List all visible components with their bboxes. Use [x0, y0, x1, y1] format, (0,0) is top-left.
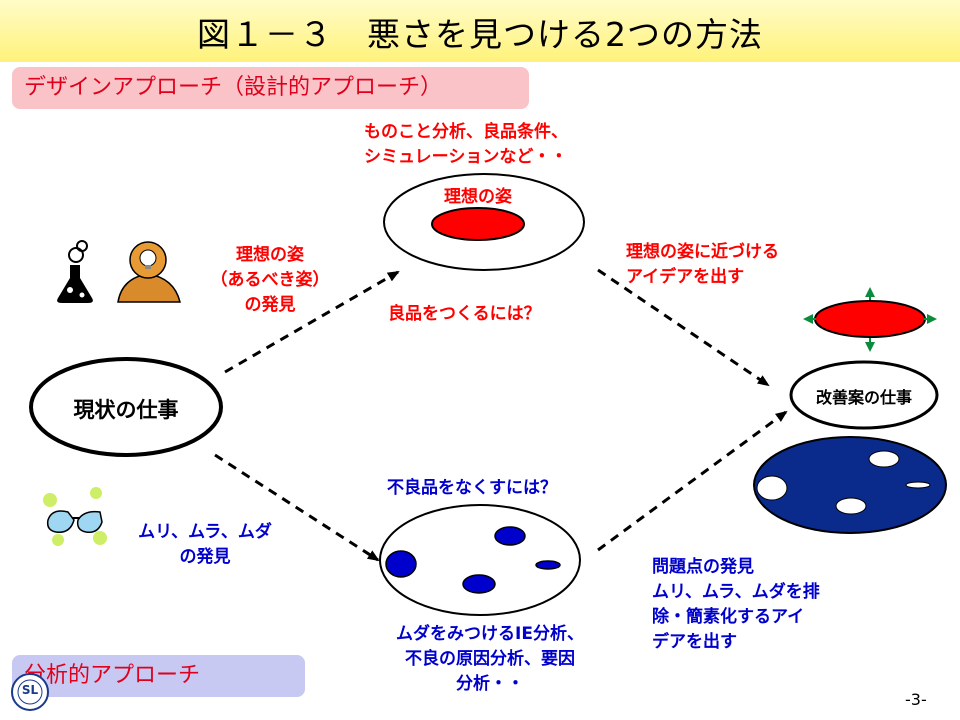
ideal-discovery-line2: （あるべき姿）	[210, 270, 330, 290]
waste-discovery-line1: ムリ、ムラ、ムダ	[138, 522, 272, 542]
ideal-discovery-note: 理想の姿 （あるべき姿） の発見	[190, 243, 350, 318]
defect-spot	[462, 574, 496, 594]
improved-work-label: 改善案の仕事	[815, 388, 912, 407]
analysis-methods: ムダをみつけるIE分析、 不良の原因分析、要因 分析・・	[370, 622, 610, 697]
ideal-idea-line2: アイデアを出す	[626, 267, 745, 287]
current-work-label: 現状の仕事	[73, 398, 179, 422]
hole-spot	[835, 497, 867, 515]
arrow-current-to-ideal	[224, 270, 400, 374]
logo-text: SL	[21, 683, 39, 697]
problem-line3: 除・簡素化するアイ	[652, 607, 805, 627]
page-title: 図１－３ 悪さを見つける2つの方法	[197, 15, 763, 54]
analysis-methods-line1: ムダをみつけるIE分析、	[396, 624, 584, 644]
company-logo	[11, 673, 49, 711]
problem-line1: 問題点の発見	[652, 557, 754, 577]
analysis-methods-line2: 不良の原因分析、要因	[405, 649, 575, 669]
arrow-ideal-to-improved	[597, 268, 770, 387]
hole-spot	[905, 481, 931, 489]
analysis-methods-line3: 分析・・	[456, 674, 524, 694]
ideal-idea-note: 理想の姿に近づける アイデアを出す	[626, 240, 779, 290]
design-methods-line1: ものこと分析、良品条件、	[364, 122, 568, 142]
ideal-idea-line1: 理想の姿に近づける	[626, 242, 779, 262]
hole-spot	[868, 450, 900, 468]
defect-spot	[385, 550, 417, 578]
waste-discovery-note: ムリ、ムラ、ムダ の発見	[110, 520, 300, 570]
flask-icon	[57, 240, 93, 303]
page-number: -3-	[905, 690, 927, 709]
arrow-defects-to-improved	[597, 410, 788, 552]
problem-line2: ムリ、ムラ、ムダを排	[652, 582, 820, 602]
problem-line4: デアを出す	[652, 632, 737, 652]
hole-spot	[756, 475, 788, 501]
ideal-discovery-line3: の発見	[244, 295, 296, 315]
glasses-icon	[43, 487, 107, 546]
title-bar	[0, 0, 960, 62]
defect-spot	[535, 560, 561, 570]
analysis-approach-banner: 分析的アプローチ	[12, 655, 305, 697]
ideal-inner-ellipse	[431, 207, 525, 241]
design-approach-banner: デザインアプローチ（設計的アプローチ）	[12, 67, 529, 109]
design-methods: ものこと分析、良品条件、 シミュレーションなど・・	[364, 120, 568, 170]
defect-question: 不良品をなくすには？	[387, 478, 557, 498]
improved-ideal-ellipse	[814, 300, 926, 338]
defect-spot	[494, 526, 526, 546]
ideal-label: 理想の姿	[444, 187, 512, 207]
improved-work-ellipse	[789, 360, 939, 430]
thinking-person-icon	[117, 241, 181, 303]
design-methods-line2: シミュレーションなど・・	[364, 147, 568, 167]
defect-ellipse	[379, 504, 581, 616]
good-product-question: 良品をつくるには？	[388, 304, 541, 324]
current-work-ellipse	[29, 357, 223, 457]
ideal-discovery-line1: 理想の姿	[236, 245, 304, 265]
arrow-current-to-defects	[214, 453, 380, 562]
problem-discovery-note: 問題点の発見 ムリ、ムラ、ムダを排 除・簡素化するアイ デアを出す	[652, 555, 820, 655]
waste-discovery-line2: の発見	[179, 547, 231, 567]
